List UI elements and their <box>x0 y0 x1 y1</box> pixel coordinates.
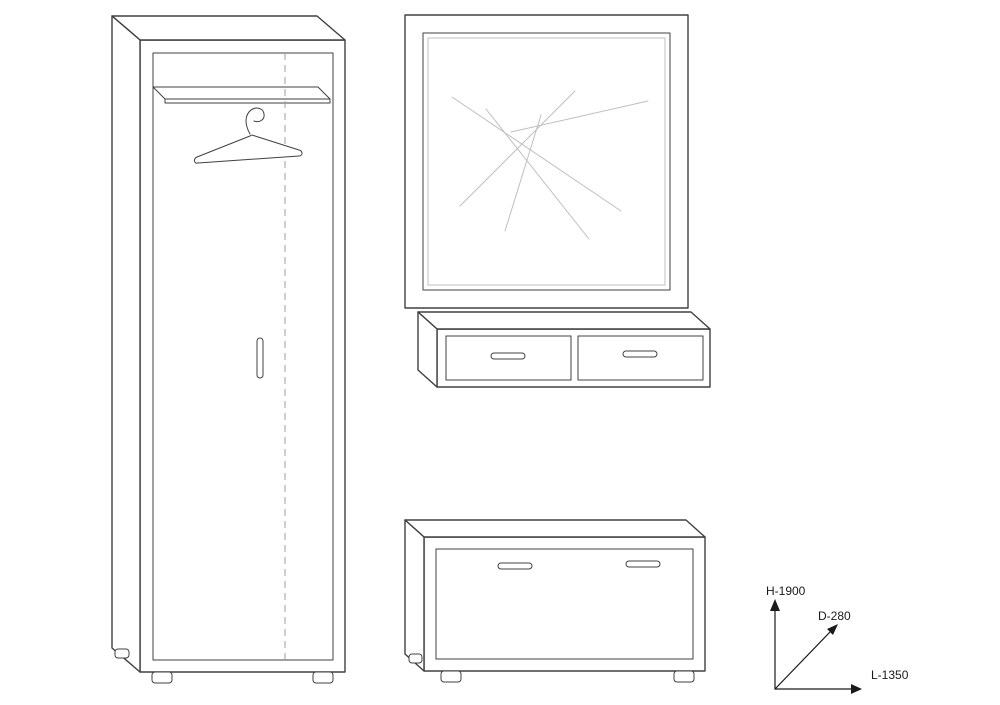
bench-back-foot <box>408 653 423 664</box>
depth-arrowhead-icon <box>827 624 838 635</box>
bench-left-side <box>404 519 425 672</box>
wardrobe-shelf <box>152 86 331 104</box>
wardrobe-front-right-foot <box>312 671 334 684</box>
bench-front-right-foot <box>673 670 695 683</box>
console-top-face <box>417 311 711 330</box>
bench-front-face <box>423 536 706 672</box>
height-dimension-label: H-1900 <box>766 584 806 598</box>
hanger-hook <box>245 107 265 135</box>
glass-reflection-lines <box>451 90 649 240</box>
mirror-bevel-line <box>427 37 666 286</box>
shoe-bench <box>404 519 706 683</box>
hanger-body <box>194 134 303 164</box>
console-drawer-left <box>445 335 572 381</box>
bench-flap-door <box>435 548 694 660</box>
wardrobe-door-handle <box>256 337 264 379</box>
console-drawer-right <box>577 335 704 381</box>
mirror-inner-frame <box>422 32 671 291</box>
wardrobe-cabinet <box>111 15 346 684</box>
wardrobe-front-left-foot <box>151 671 173 684</box>
bench-front-left-foot <box>440 670 462 683</box>
console-front-face <box>436 328 711 388</box>
console-left-side <box>417 311 438 388</box>
clothes-hanger <box>194 107 303 164</box>
drawer-console <box>417 311 711 388</box>
console-drawer-left-handle <box>490 352 526 360</box>
depth-dimension-label: D-280 <box>818 609 851 623</box>
bench-left-handle <box>497 562 533 570</box>
dimension-legend: H-1900 D-280 L-1350 <box>766 584 909 694</box>
wardrobe-left-side <box>111 15 141 673</box>
bench-right-handle <box>625 560 661 568</box>
mirror-panel <box>404 14 689 309</box>
bench-top-face <box>404 519 706 538</box>
wardrobe-back-foot <box>114 648 130 659</box>
wardrobe-inner-frame <box>152 52 334 661</box>
height-arrowhead-icon <box>770 599 780 611</box>
console-drawer-right-handle <box>622 350 658 358</box>
length-dimension-label: L-1350 <box>871 668 909 682</box>
mirror-outer-frame <box>404 14 689 309</box>
wardrobe-front-face <box>139 39 346 673</box>
depth-dimension-line <box>774 631 831 690</box>
wardrobe-top-face <box>111 15 346 41</box>
length-arrowhead-icon <box>851 684 862 694</box>
